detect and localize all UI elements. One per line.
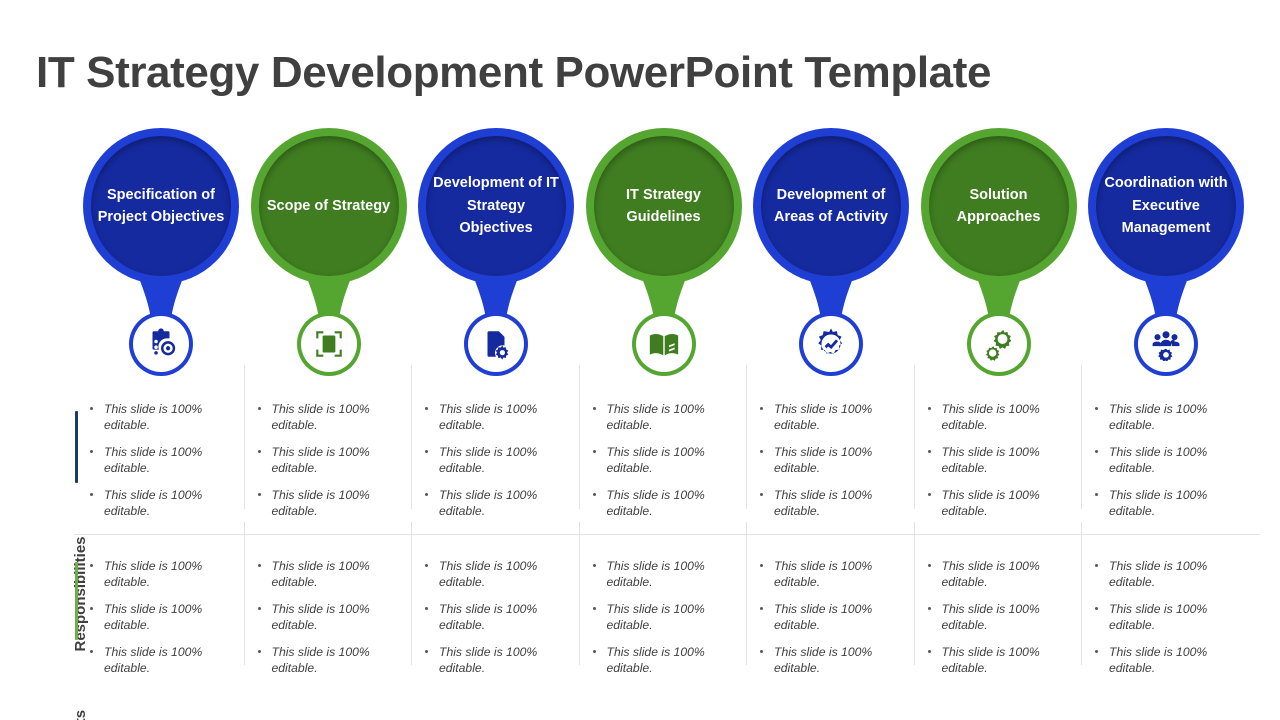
document-scope-icon[interactable] [300,316,357,372]
bullet-item: This slide is 100% editable. [756,444,882,476]
bullet-item: This slide is 100% editable. [589,401,715,433]
process-step-7[interactable]: Coordination with Executive Management [1082,128,1250,383]
bullet-item: This slide is 100% editable. [756,558,882,590]
step-label: Development of IT Strategy Objectives [433,175,559,237]
bullet-item: This slide is 100% editable. [589,487,715,519]
row-accent-bar [75,562,78,640]
process-step-6[interactable]: Solution Approaches [915,128,1083,383]
gears-icon[interactable] [970,316,1027,372]
process-step-3[interactable]: Development of IT Strategy Objectives [412,128,580,383]
step-label: Solution Approaches [956,186,1041,225]
matrix-cell[interactable]: This slide is 100% editable. This slide i… [913,365,1092,534]
bullet-item: This slide is 100% editable. [924,401,1050,433]
step-bubble[interactable]: Specification of Project Objectives [83,128,239,284]
matrix-columns: This slide is 100% editable. This slide i… [86,522,1266,683]
bullet-item: This slide is 100% editable. [86,487,212,519]
step-label: Development of Areas of Activity [774,186,888,225]
bullet-item: This slide is 100% editable. [1091,558,1217,590]
process-step-5[interactable]: Development of Areas of Activity [747,128,915,383]
bullet-item: This slide is 100% editable. [1091,601,1217,633]
matrix-columns: This slide is 100% editable. This slide i… [86,365,1266,534]
matrix-cell[interactable]: This slide is 100% editable. This slide i… [746,365,924,534]
matrix-cell[interactable]: This slide is 100% editable. This slide i… [243,365,422,534]
step-label: Scope of Strategy [266,197,391,214]
bullet-item: This slide is 100% editable. [1091,401,1217,433]
bullet-item: This slide is 100% editable. [589,444,715,476]
step-label: IT Strategy Guidelines [626,186,701,225]
step-bubble[interactable]: IT Strategy Guidelines [585,128,742,284]
open-book-icon[interactable] [635,316,692,372]
bullet-item: This slide is 100% editable. [86,558,212,590]
process-step-2[interactable]: Scope of Strategy [245,128,413,383]
bullet-item: This slide is 100% editable. [421,401,547,433]
row-label-holder: Results [62,540,89,720]
bullet-item: This slide is 100% editable. [1091,644,1217,676]
step-bubble[interactable]: Development of IT Strategy Objectives [418,128,574,284]
matrix-row-results: ResultsThis slide is 100% editable.This … [0,522,1280,720]
bullet-item: This slide is 100% editable. [924,601,1050,633]
bullet-item: This slide is 100% editable. [86,401,212,433]
matrix-cell[interactable]: This slide is 100% editable. This slide i… [578,365,757,534]
row-accent-bar [75,411,78,483]
matrix-cell[interactable]: This slide is 100% editable. This slide i… [86,540,254,683]
process-step-1[interactable]: Specification of Project Objectives [77,128,245,383]
bullet-item: This slide is 100% editable. [756,401,882,433]
matrix-cell[interactable]: This slide is 100% editable. This slide i… [746,522,924,683]
matrix-cell[interactable]: This slide is 100% editable. This slide i… [1081,365,1259,534]
bullet-item: This slide is 100% editable. [756,644,882,676]
step-bubble[interactable]: Scope of Strategy [250,128,407,284]
bullet-item: This slide is 100% editable. [924,487,1050,519]
document-gear-icon[interactable] [468,316,524,372]
bullet-item: This slide is 100% editable. [254,444,380,476]
gear-chart-icon[interactable] [803,316,859,372]
bullet-item: This slide is 100% editable. [924,644,1050,676]
bullet-item: This slide is 100% editable. [924,444,1050,476]
bullet-item: This slide is 100% editable. [756,601,882,633]
step-bubble[interactable]: Development of Areas of Activity [753,128,909,284]
matrix-cell[interactable]: This slide is 100% editable. This slide i… [1081,522,1259,683]
bullet-item: This slide is 100% editable. [421,558,547,590]
bullet-item: This slide is 100% editable. [254,644,380,676]
process-steps-row: Specification of Project Objectives Scope… [0,128,1280,383]
step-label: Specification of Project Objectives [97,186,225,225]
bullet-item: This slide is 100% editable. [421,487,547,519]
matrix-cell[interactable]: This slide is 100% editable. This slide i… [913,522,1092,683]
matrix-cell[interactable]: This slide is 100% editable. This slide i… [243,522,422,683]
step-bubble[interactable]: Coordination with Executive Management [1088,128,1244,284]
bullet-item: This slide is 100% editable. [254,601,380,633]
row-label-holder: Responsibilities [62,383,89,651]
matrix-cell[interactable]: This slide is 100% editable. This slide i… [411,365,589,534]
bullet-item: This slide is 100% editable. [589,558,715,590]
row-section-divider [74,534,1260,535]
bullet-item: This slide is 100% editable. [254,558,380,590]
team-gear-icon[interactable] [1138,316,1194,372]
step-bubble[interactable]: Solution Approaches [920,128,1077,284]
bullet-item: This slide is 100% editable. [1091,487,1217,519]
bullet-item: This slide is 100% editable. [1091,444,1217,476]
clipboard-target-icon[interactable] [133,316,189,372]
bullet-item: This slide is 100% editable. [924,558,1050,590]
bullet-item: This slide is 100% editable. [86,644,212,676]
bullet-item: This slide is 100% editable. [254,487,380,519]
step-label: Coordination with Executive Management [1104,175,1228,237]
page-title: IT Strategy Development PowerPoint Templ… [36,48,992,97]
bullet-item: This slide is 100% editable. [254,401,380,433]
bullet-item: This slide is 100% editable. [86,444,212,476]
bullet-item: This slide is 100% editable. [86,601,212,633]
matrix-cell[interactable]: This slide is 100% editable. This slide i… [86,383,254,534]
process-step-4[interactable]: IT Strategy Guidelines [580,128,748,383]
bullet-item: This slide is 100% editable. [421,444,547,476]
bullet-item: This slide is 100% editable. [421,601,547,633]
bullet-item: This slide is 100% editable. [589,644,715,676]
bullet-item: This slide is 100% editable. [421,644,547,676]
matrix-cell[interactable]: This slide is 100% editable. This slide i… [578,522,757,683]
bullet-item: This slide is 100% editable. [589,601,715,633]
bullet-item: This slide is 100% editable. [756,487,882,519]
matrix-cell[interactable]: This slide is 100% editable. This slide i… [411,522,589,683]
